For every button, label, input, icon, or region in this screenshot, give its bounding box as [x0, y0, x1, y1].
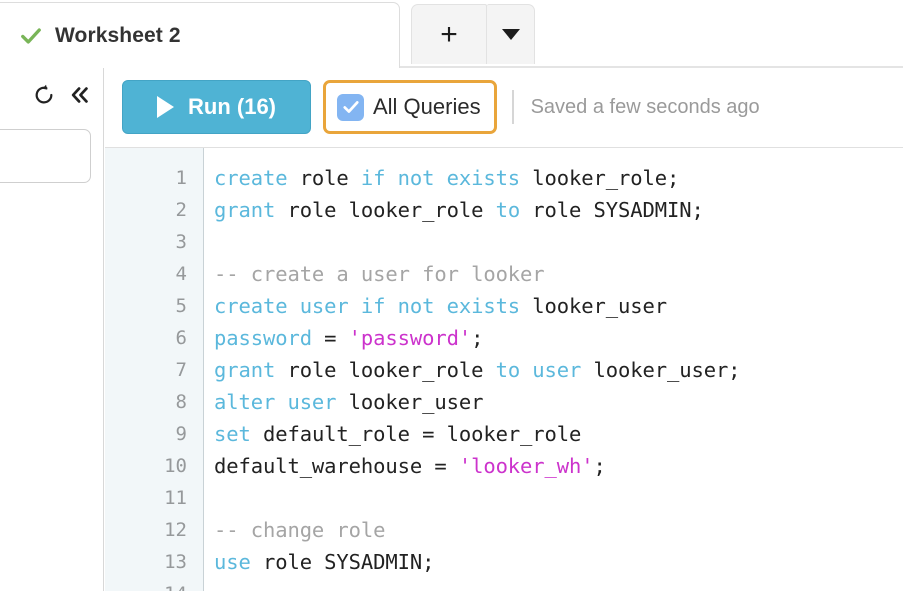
code-token: looker_user [336, 390, 484, 414]
check-icon [342, 101, 359, 113]
refresh-icon[interactable] [31, 82, 57, 108]
sql-editor[interactable]: 1234567891011121314 create role if not e… [105, 147, 903, 591]
line-number: 9 [175, 423, 187, 445]
line-number: 4 [175, 263, 187, 285]
code-line[interactable]: -- create a user for looker [214, 258, 903, 290]
tab-worksheet-2[interactable]: Worksheet 2 [0, 2, 400, 68]
code-token: grant [214, 198, 276, 222]
code-token: create [214, 166, 288, 190]
code-line[interactable]: grant role looker_role to user looker_us… [214, 354, 903, 386]
line-number: 6 [175, 327, 187, 349]
run-button-label: Run (16) [188, 94, 276, 119]
code-token: role looker_role [275, 358, 496, 382]
worksheet-menu-button[interactable] [487, 4, 535, 64]
code-line[interactable]: create role if not exists looker_role; [214, 162, 903, 194]
code-token: role SYSADMIN; [520, 198, 704, 222]
line-number: 11 [164, 487, 187, 509]
code-line[interactable] [214, 482, 903, 514]
search-input[interactable] [0, 129, 91, 183]
code-token: grant [214, 358, 276, 382]
code-line[interactable] [214, 226, 903, 258]
plus-icon: + [440, 17, 458, 51]
code-line[interactable]: password = 'password'; [214, 322, 903, 354]
chevron-down-icon [501, 29, 520, 40]
code-token: alter user [214, 390, 337, 414]
editor-code-area[interactable]: create role if not exists looker_role;gr… [204, 148, 903, 591]
play-triangle-icon [157, 96, 174, 118]
code-line[interactable]: alter user looker_user [214, 386, 903, 418]
new-worksheet-button[interactable]: + [411, 4, 487, 64]
double-chevron-left-icon[interactable] [67, 82, 93, 108]
code-line[interactable]: create user if not exists looker_user [214, 290, 903, 322]
line-number: 7 [175, 359, 187, 381]
tab-bar: Worksheet 2 + [0, 0, 903, 68]
code-token: if not exists [360, 166, 521, 190]
code-token: create user if not exists [214, 294, 521, 318]
line-number: 2 [175, 199, 187, 221]
editor-line-number-gutter: 1234567891011121314 [105, 148, 204, 591]
code-line[interactable]: use role SYSADMIN; [214, 546, 903, 578]
code-token: looker_user [520, 294, 667, 318]
code-token: role looker_role [275, 198, 496, 222]
code-token: 'looker_wh' [458, 454, 594, 478]
code-token: default_role = looker_role [250, 422, 582, 446]
code-token: default_warehouse = [214, 454, 459, 478]
line-number: 14 [105, 578, 203, 591]
code-token: to user [495, 358, 582, 382]
line-number: 3 [175, 231, 187, 253]
all-queries-checkbox[interactable] [337, 93, 364, 121]
editor-toolbar: Run (16) All Queries Saved a few seconds… [105, 68, 903, 146]
line-number: 13 [164, 551, 187, 573]
code-token: role [287, 166, 361, 190]
code-token: looker_user; [581, 358, 741, 382]
left-panel-toolbar [31, 82, 93, 108]
code-line[interactable]: grant role looker_role to role SYSADMIN; [214, 194, 903, 226]
code-token: -- create a user for looker [214, 262, 545, 286]
left-panel [0, 68, 104, 591]
code-token: password [214, 326, 312, 350]
code-line[interactable]: -- change role [214, 514, 903, 546]
line-number: 5 [175, 295, 187, 317]
code-token: role SYSADMIN; [250, 550, 435, 574]
code-token: 'password' [348, 326, 472, 350]
code-token: ; [471, 326, 484, 350]
all-queries-checkbox-group[interactable]: All Queries [323, 80, 497, 134]
toolbar-divider [511, 90, 514, 124]
code-line[interactable]: default_warehouse = 'looker_wh'; [214, 450, 903, 482]
code-token: to [495, 198, 521, 222]
line-number: 12 [164, 519, 187, 541]
code-token: looker_role; [520, 166, 680, 190]
all-queries-label: All Queries [373, 94, 481, 119]
code-line[interactable]: set default_role = looker_role [214, 418, 903, 450]
line-number: 8 [175, 391, 187, 413]
code-token: use [214, 550, 251, 574]
tab-bar-divider [0, 66, 903, 68]
line-number: 10 [164, 455, 187, 477]
code-line[interactable] [214, 578, 903, 591]
tab-worksheet-label: Worksheet 2 [55, 23, 181, 47]
code-token: set [214, 422, 251, 446]
code-token: = [311, 326, 349, 350]
code-token: ; [593, 454, 606, 478]
run-button[interactable]: Run (16) [122, 80, 311, 134]
line-number: 1 [175, 167, 187, 189]
code-token: -- change role [214, 518, 386, 542]
saved-status-text: Saved a few seconds ago [530, 95, 760, 118]
green-check-icon [21, 27, 41, 44]
